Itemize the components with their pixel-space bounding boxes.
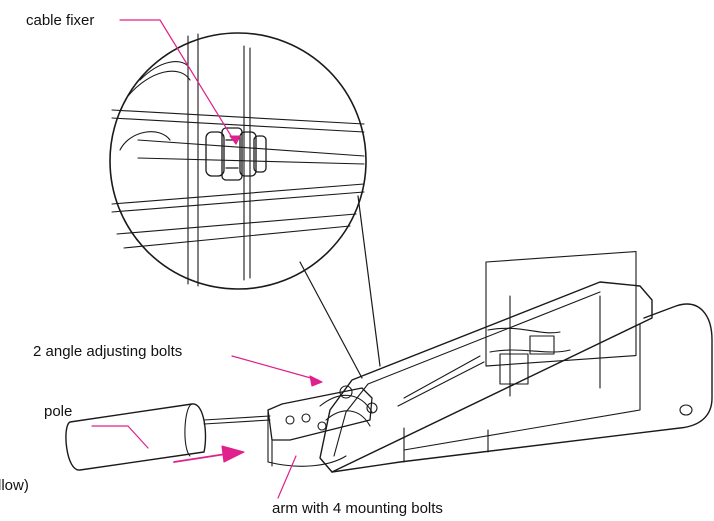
- cable-fixer-gland: [205, 127, 267, 181]
- magnified-detail: [109, 32, 367, 290]
- leader-lines: [91, 19, 319, 499]
- luminaire-housing: [319, 250, 713, 473]
- leader-cable-fixer-arrowhead: [229, 135, 241, 145]
- leader-pole: [91, 425, 149, 449]
- leader-cable-fixer: [119, 19, 237, 145]
- pole: [65, 403, 271, 471]
- leader-arm: [277, 455, 297, 499]
- arm-label: arm with 4 mounting bolts: [272, 500, 443, 517]
- mounting-arm: [267, 385, 378, 467]
- cable-fixer-label: cable fixer: [26, 12, 95, 29]
- pole-label: pole: [44, 403, 73, 420]
- angle-adjusting-bolts-label: 2 angle adjusting bolts: [33, 343, 183, 360]
- arrow-note-label: llow): [0, 477, 29, 494]
- insert-direction-arrow: [173, 445, 245, 463]
- detail-frame-lines: [111, 33, 365, 287]
- leader-angle-bolts: [231, 355, 319, 381]
- leader-angle-bolts-arrowhead: [309, 375, 323, 387]
